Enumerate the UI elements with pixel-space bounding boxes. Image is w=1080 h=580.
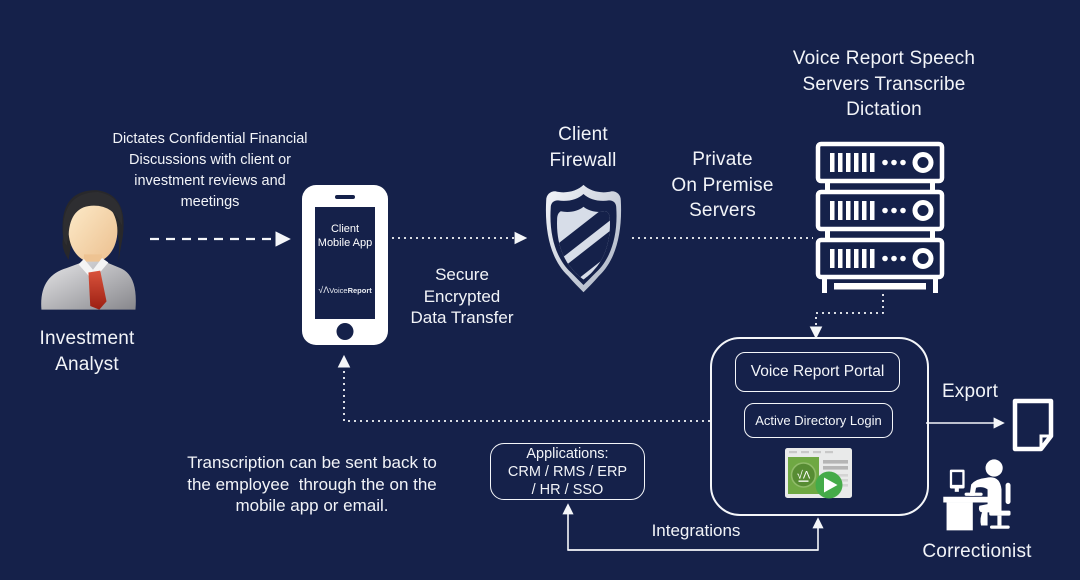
document-icon [1012,398,1054,452]
private-onpremise-label: Private On Premise Servers [671,149,774,221]
phone-screen: Client Mobile App √ɅVoiceReport [315,207,375,319]
integrations-label: Integrations [651,521,741,540]
firewall-shield-icon [545,184,622,293]
investment-analyst-icon [41,190,136,310]
svg-text:√Ʌ: √Ʌ [797,470,811,482]
mobile-phone-icon: Client Mobile App √ɅVoiceReport [302,185,388,345]
correctionist-label: Correctionist [922,541,1032,562]
applications-box: Applications: CRM / RMS / ERP / HR / SSO [490,443,645,500]
transcription-note: Transcription can be sent back to the em… [187,453,437,515]
applications-label: Applications: CRM / RMS / ERP / HR / SSO [507,445,628,498]
arrow-servers-to-portal [809,294,884,340]
voice-report-portal-container: Voice Report Portal Active Directory Log… [710,337,929,516]
speech-servers-label: Voice Report Speech Servers Transcribe D… [792,48,976,120]
analyst-action-note: Dictates Confidential Financial Discussi… [112,131,308,210]
voicereport-app-icon: √Ʌ [785,448,852,499]
phone-speaker [335,195,355,199]
correctionist-icon [943,459,1011,531]
export-label: Export [941,381,999,402]
arrow-portal-to-phone [337,354,710,422]
arrow-integrations-to-portal [568,517,824,551]
secure-transfer-label: Secure Encrypted Data Transfer [410,265,514,327]
voice-report-portal-button: Voice Report Portal [735,352,900,392]
active-directory-login-button: Active Directory Login [744,403,893,438]
server-stack-icon [815,141,945,293]
phone-home-button [336,323,354,340]
client-mobile-app-label: Client Mobile App [317,223,373,249]
investment-analyst-label: Investment Analyst [39,328,135,375]
voicereport-logo: √ɅVoiceReport [318,285,372,295]
client-firewall-label: Client Firewall [549,124,617,171]
